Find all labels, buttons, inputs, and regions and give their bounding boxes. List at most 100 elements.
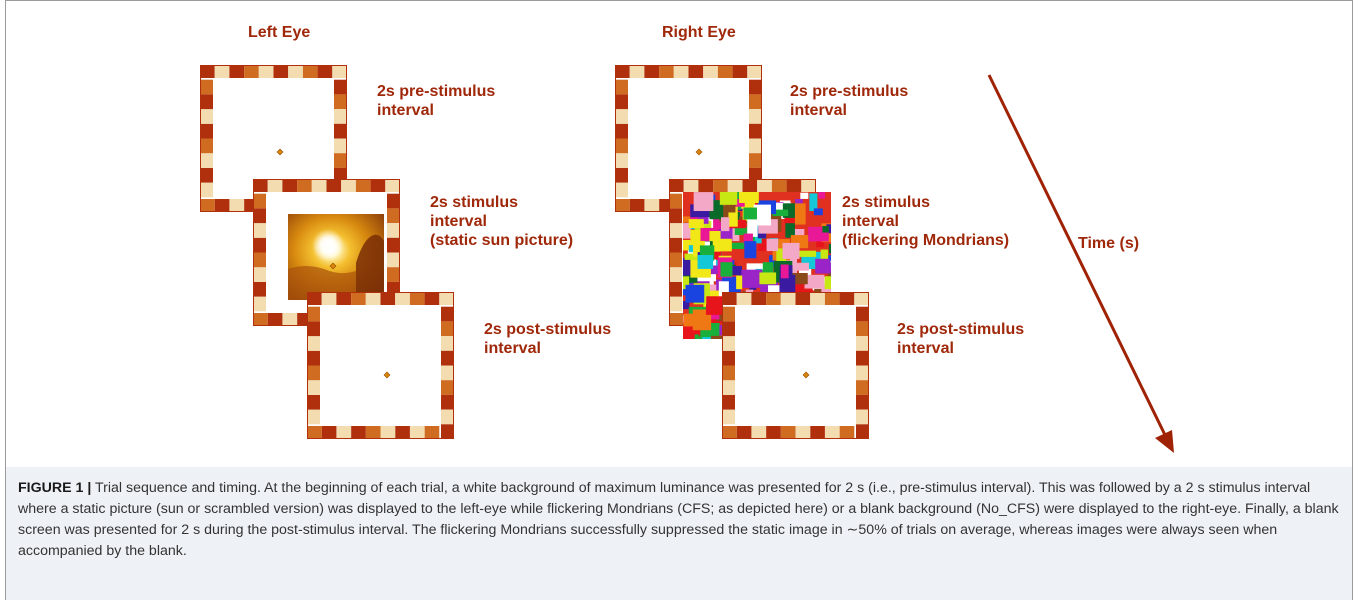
frame-square (253, 237, 266, 253)
right-post-stimulus-frame (722, 292, 869, 439)
frame-square (786, 179, 802, 192)
caption-text: Trial sequence and timing. At the beginn… (18, 480, 1339, 559)
frame-square (302, 65, 318, 78)
frame-square (307, 350, 320, 366)
frame-square (854, 292, 869, 305)
frame-square (669, 223, 682, 238)
frame-square (856, 409, 869, 425)
frame-square (801, 179, 816, 192)
frame-square (351, 426, 366, 439)
frame-square (409, 426, 425, 439)
frame-square (214, 65, 230, 78)
frame-square (334, 123, 347, 139)
label-line: interval (790, 102, 847, 119)
frame-square (365, 426, 381, 439)
fixation-point (329, 262, 337, 270)
figure-caption: FIGURE 1 | Trial sequence and timing. At… (18, 478, 1343, 562)
frame-square (307, 380, 320, 395)
frame-square (747, 65, 762, 78)
frame-square (644, 199, 660, 212)
frame-square (615, 167, 628, 183)
frame-square (253, 252, 266, 268)
frame-square (722, 380, 735, 395)
label-line: (static sun picture) (430, 232, 574, 249)
frame-square (615, 109, 628, 124)
frame-square (722, 409, 735, 425)
frame-square (703, 65, 718, 78)
frame-square (629, 65, 645, 78)
frame-square (749, 167, 762, 183)
frame-square (332, 65, 347, 78)
frame-square (757, 179, 772, 192)
frame-square (200, 65, 215, 78)
frame-square (749, 109, 762, 124)
frame-square (424, 292, 440, 305)
frame-square (441, 336, 454, 351)
label-line: interval (430, 213, 487, 230)
frame-square (336, 426, 352, 439)
time-arrow-head (1155, 430, 1174, 453)
label-line: interval (484, 340, 541, 357)
frame-square (258, 65, 274, 78)
frame-square (749, 79, 762, 95)
frame-square (856, 306, 869, 322)
frame-square (253, 313, 268, 326)
right-post-label: 2s post-stimulus interval (897, 320, 1024, 358)
frame-square (334, 153, 347, 168)
frame-square (749, 94, 762, 110)
frame-square (856, 394, 869, 410)
frame-square (615, 138, 628, 154)
fixation-point (802, 371, 810, 379)
frame-square (441, 409, 454, 425)
label-line: interval (377, 102, 434, 119)
frame-square (766, 426, 781, 439)
frame-square (326, 179, 342, 192)
fixation-point (383, 371, 391, 379)
frame-square (749, 138, 762, 154)
frame-square (441, 306, 454, 322)
frame-square (441, 424, 454, 439)
frame-square (856, 365, 869, 381)
frame-square (253, 281, 266, 297)
frame-square (698, 179, 714, 192)
caption-background (6, 467, 1352, 600)
frame-square (629, 199, 645, 212)
frame-square (810, 292, 825, 305)
frame-square (282, 179, 298, 192)
label-line: 2s post-stimulus (897, 321, 1025, 338)
frame-square (253, 193, 266, 209)
frame-square (334, 138, 347, 154)
frame-square (856, 380, 869, 395)
label-line: 2s stimulus (430, 194, 519, 211)
frame-square (297, 179, 312, 192)
label-line: interval (897, 340, 954, 357)
frame-square (441, 365, 454, 381)
frame-square (253, 179, 268, 192)
frame-square (615, 123, 628, 139)
frame-square (780, 426, 796, 439)
figure-panel: Left Eye Right Eye 2s pre-stimulus inter… (5, 0, 1353, 600)
frame-square (200, 94, 213, 110)
frame-square (751, 426, 767, 439)
frame-square (200, 79, 213, 95)
frame-square (669, 267, 682, 282)
frame-square (387, 267, 400, 282)
frame-square (722, 321, 735, 337)
frame-square (644, 65, 660, 78)
frame-square (780, 292, 796, 305)
frame-square (669, 237, 682, 253)
frame-square (387, 193, 400, 209)
frame-square (229, 199, 245, 212)
frame-square (673, 65, 689, 78)
frame-square (334, 109, 347, 124)
frame-square (307, 292, 322, 305)
frame-square (380, 292, 396, 305)
frame-square (288, 65, 303, 78)
frame-square (683, 179, 699, 192)
frame-square (200, 138, 213, 154)
frame-square (424, 426, 440, 439)
frame-square (441, 380, 454, 395)
frame-square (307, 394, 320, 410)
frame-square (722, 426, 737, 439)
frame-square (751, 292, 767, 305)
